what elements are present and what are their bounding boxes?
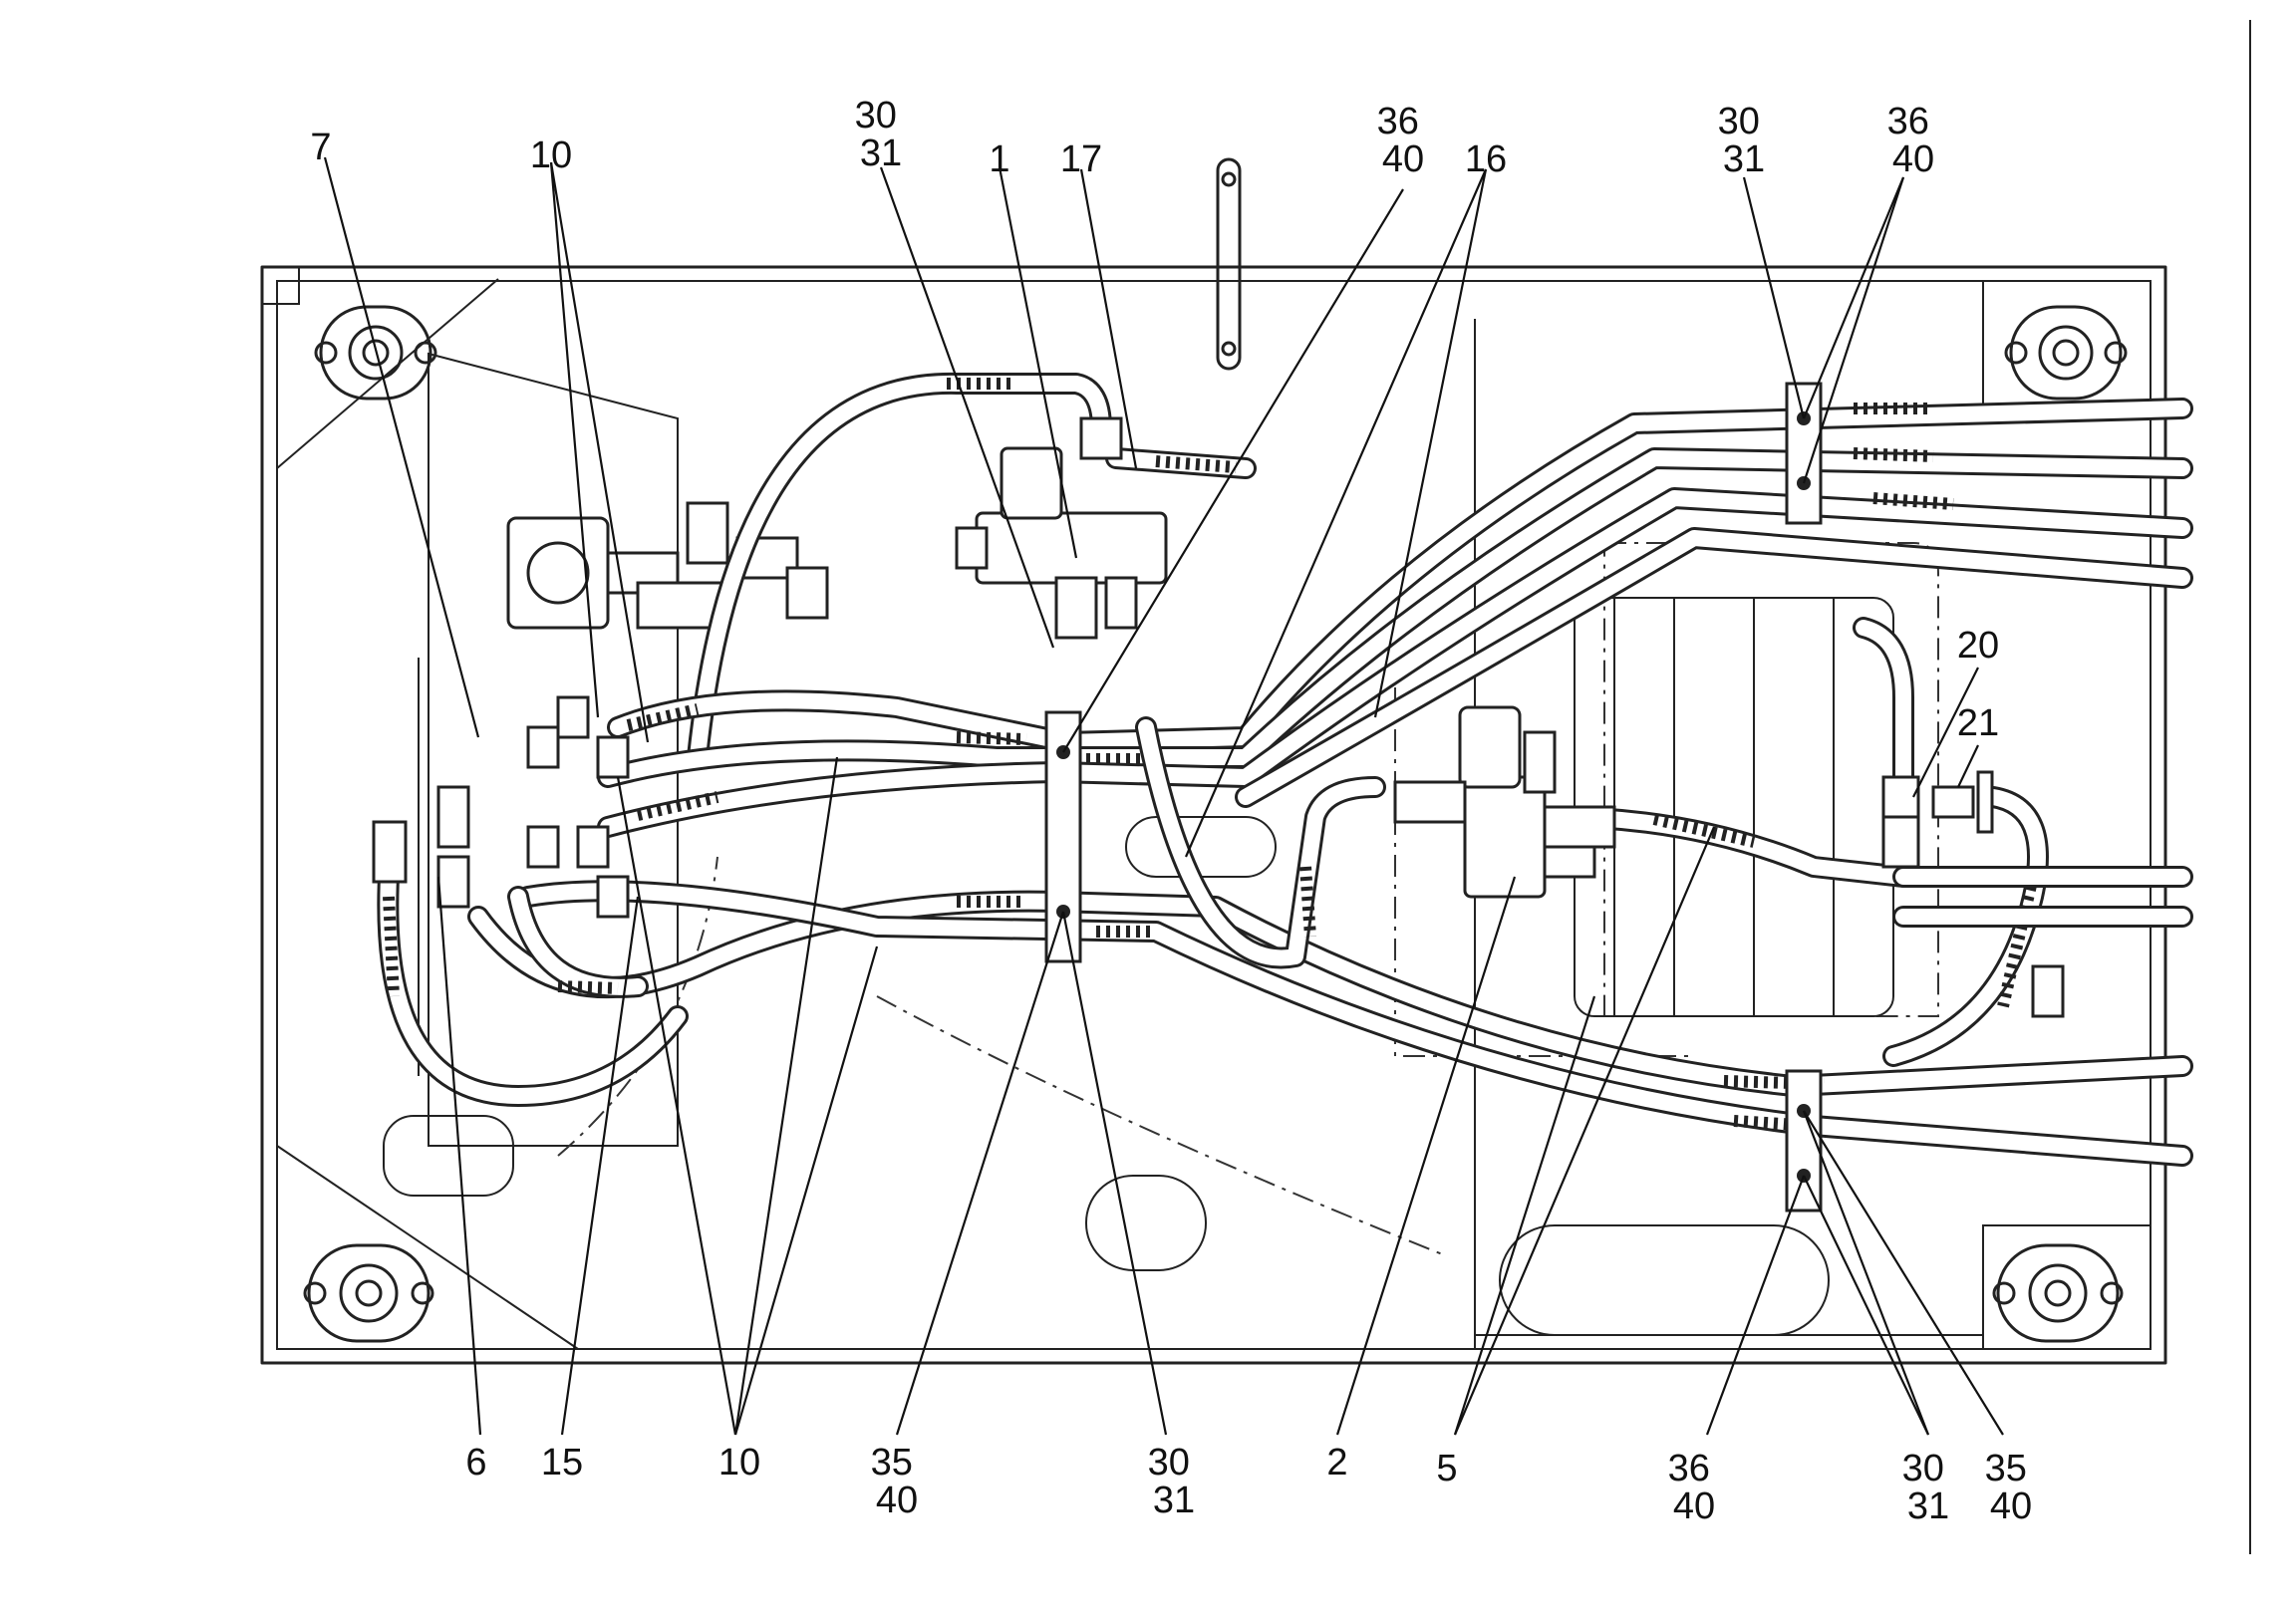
- callout-36-40-bottom-right: 36 40: [1668, 1448, 1721, 1527]
- callout-36-40-top-center: 36 40: [1377, 101, 1430, 180]
- hose-clamp-bottom-right: [1785, 1069, 1823, 1213]
- mounting-foot-bottom-left: [303, 1243, 434, 1343]
- callout-30-31-top-left: 30 31: [855, 95, 908, 174]
- callout-labels: 7 10 30 31 1 17 36 40 16 30 31 36 40 20 …: [310, 95, 2038, 1527]
- callout-10-top: 10: [530, 135, 572, 176]
- callout-30-31-bottom-center: 30 31: [1148, 1442, 1201, 1521]
- leader-lines: [323, 156, 2004, 1436]
- callout-30-31-top-right: 30 31: [1718, 101, 1771, 180]
- valve-block-1: [955, 416, 1168, 640]
- callout-17: 17: [1060, 138, 1102, 180]
- callout-36-40-top-right: 36 40: [1887, 101, 1940, 180]
- fittings-20-21: [1881, 770, 2065, 1018]
- mounting-foot-bottom-right: [1992, 1243, 2124, 1343]
- callout-7: 7: [310, 127, 331, 168]
- callout-10-bottom: 10: [718, 1442, 760, 1483]
- callout-6: 6: [465, 1442, 486, 1483]
- callout-1: 1: [989, 138, 1009, 180]
- callout-30-31-bottom-right: 30 31: [1902, 1448, 1955, 1527]
- callout-35-40-bottom-center: 35 40: [871, 1442, 924, 1521]
- callout-16: 16: [1465, 138, 1507, 180]
- valve-block-2: [1393, 705, 1616, 899]
- solenoid-valve-left: [506, 501, 829, 630]
- mounting-foot-top-right: [2004, 305, 2128, 401]
- callout-15: 15: [541, 1442, 583, 1483]
- mounting-foot-top-left: [314, 305, 437, 401]
- callout-21: 21: [1957, 702, 1999, 744]
- base-plate: [260, 265, 2167, 1365]
- callout-35-40-bottom-right: 35 40: [1985, 1448, 2038, 1527]
- lifting-bracket: [1216, 157, 1242, 371]
- callout-2: 2: [1326, 1442, 1347, 1483]
- hose-clamp-top-right: [1785, 382, 1823, 525]
- hose-clamp-center: [1044, 710, 1082, 963]
- callout-5: 5: [1436, 1448, 1457, 1489]
- callout-20: 20: [1957, 625, 1999, 667]
- hose-bundle: [377, 372, 2193, 1167]
